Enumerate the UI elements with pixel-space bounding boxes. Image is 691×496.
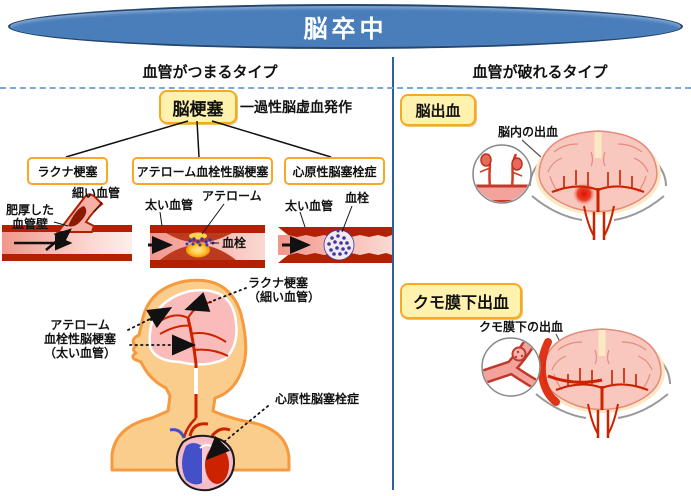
- title-banner: 脳卒中: [8, 4, 683, 49]
- vessel-illustration-lacunar: [2, 193, 132, 261]
- subtype-box-atherothrombotic: アテローム血栓性脳梗塞: [132, 157, 273, 185]
- inset-microaneurysm: [472, 144, 532, 204]
- cerebral-hemorrhage-illustration: [472, 130, 667, 240]
- subtype-box-cardiogenic: 心原性脳塞栓症: [284, 157, 385, 185]
- surface-artery: [547, 374, 603, 384]
- right-column-heading: 血管が破れるタイプ: [472, 63, 608, 81]
- dotted-leader-lines: [127, 287, 269, 443]
- inset-aneurysm: [481, 337, 541, 397]
- vessel-illustration-atherothrombotic: [148, 203, 265, 268]
- body-label-cardiogenic: 心原性脳塞栓症: [275, 392, 360, 406]
- callout-subarachnoid-bleed: クモ膜下の出血: [479, 320, 564, 334]
- thrombus-dots: [185, 237, 215, 247]
- flow-arrows: [14, 228, 73, 251]
- callout-intracerebral-bleed: 脳内の出血: [498, 125, 559, 139]
- vessel1-thin-vessel-label: 細い血管: [72, 186, 121, 200]
- vessel2-atheroma-label: アテローム: [202, 189, 262, 203]
- atheroma-plaque: [160, 232, 236, 260]
- body-illustration: [110, 278, 291, 492]
- column-divider-line: [392, 57, 394, 490]
- box-subarachnoid-hemorrhage: クモ膜下出血: [400, 283, 522, 319]
- heading-underline-dashed: [0, 87, 691, 89]
- vessel2-thrombus-label: 血栓: [222, 236, 247, 250]
- thin-branch-vessel: [53, 193, 104, 233]
- brain-coronal-section: [529, 130, 667, 240]
- brain-section-arteries: [551, 170, 645, 240]
- tia-note: 一過性脳虚血発作: [240, 100, 352, 116]
- subarachnoid-blood: [537, 338, 560, 406]
- tree-connector-lines: [65, 120, 332, 158]
- box-cerebral-hemorrhage: 脳出血: [400, 94, 476, 126]
- embolus-cluster: [323, 229, 355, 261]
- body-label-lacunar: ラクナ梗塞 （細い血管）: [248, 276, 321, 304]
- vessel1-thick-wall-label: 肥厚した 血管壁: [6, 203, 55, 231]
- root-box-cerebral-infarction: 脳梗塞: [159, 90, 237, 124]
- pointer-arrows: [146, 292, 231, 461]
- brain-coronal-section: [533, 328, 671, 438]
- page-title: 脳卒中: [303, 15, 388, 43]
- subtype-box-lacunar: ラクナ梗塞: [27, 157, 108, 185]
- vessel3-thick-vessel-label: 太い血管: [285, 199, 334, 213]
- body-label-atherothrombotic: アテローム 血栓性脳梗塞 （太い血管）: [44, 318, 117, 360]
- subarachnoid-illustration: [481, 328, 671, 438]
- left-column-heading: 血管がつまるタイプ: [142, 63, 278, 81]
- vessel3-thrombus-label: 血栓: [345, 191, 370, 205]
- vessel2-thick-vessel-label: 太い血管: [145, 198, 194, 212]
- vessel-illustration-cardiogenic: [278, 205, 392, 263]
- gyri-lines: [551, 341, 653, 391]
- brain-section-arteries: [555, 368, 649, 438]
